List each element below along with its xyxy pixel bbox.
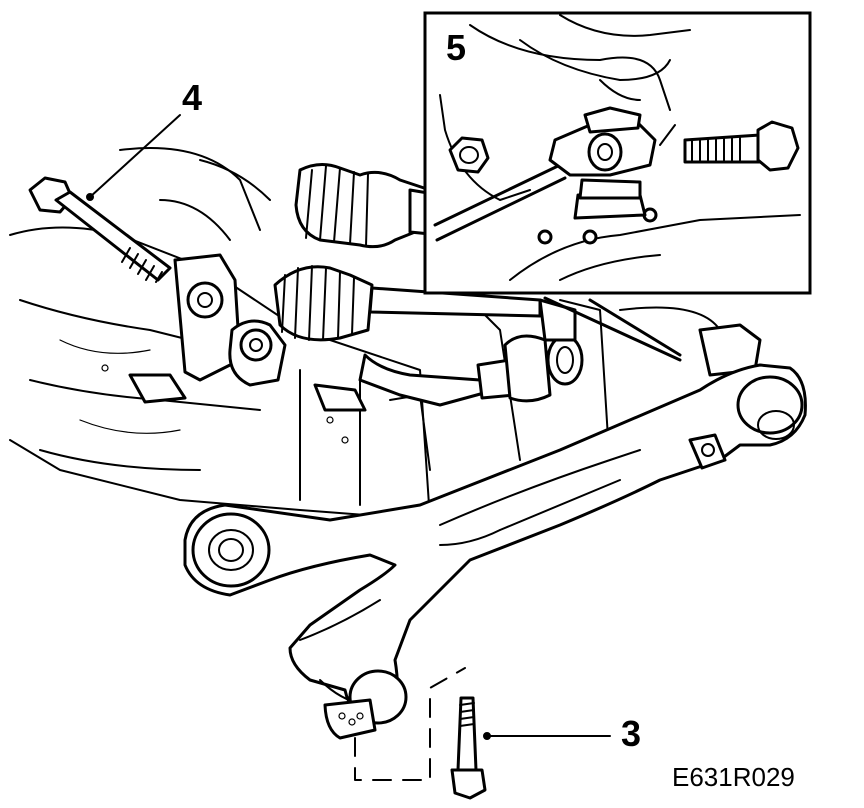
- stabilizer-link: [358, 298, 762, 407]
- lower-control-arm: [183, 363, 807, 740]
- leader-lines: [86, 114, 682, 740]
- figure-reference-code: E631R029: [672, 762, 795, 792]
- callout-label-3: 3: [621, 713, 642, 754]
- assembly-dashes: [354, 667, 466, 781]
- callout-label-5: 5: [446, 27, 467, 68]
- callout-label-4: 4: [182, 77, 203, 118]
- detail-inset: [423, 11, 812, 295]
- bolt-3: [450, 696, 487, 800]
- steering-rack: [273, 163, 542, 342]
- rear-bracket: [128, 253, 367, 412]
- bolt-4: [28, 176, 172, 283]
